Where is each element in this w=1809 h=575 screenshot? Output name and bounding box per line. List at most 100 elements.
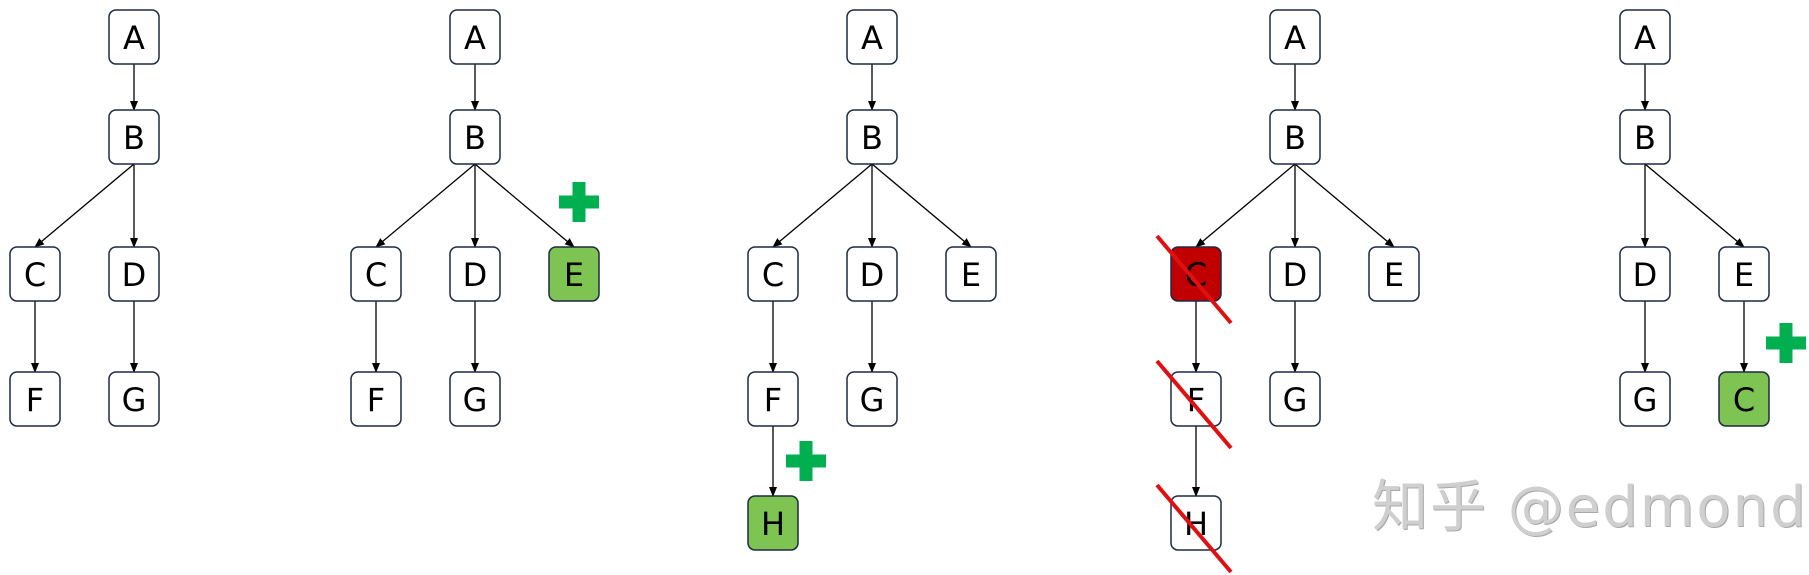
node-box	[108, 9, 160, 65]
tree-3: A B C D E F G H	[747, 9, 997, 551]
node-label: H	[761, 505, 785, 543]
node-label: G	[860, 381, 885, 419]
node-label: B	[1284, 119, 1306, 157]
node-box	[548, 246, 600, 302]
node-d: D	[1619, 246, 1671, 302]
node-box	[846, 371, 898, 427]
node-box	[846, 246, 898, 302]
node-label: F	[26, 381, 44, 419]
node-d: D	[108, 246, 160, 302]
node-a: A	[108, 9, 160, 65]
node-label: D	[463, 256, 488, 294]
node-box	[747, 246, 799, 302]
node-box	[449, 246, 501, 302]
edge-b-to-c	[1195, 163, 1296, 248]
node-label: E	[1384, 256, 1404, 294]
node-box	[1368, 246, 1420, 302]
node-b: B	[846, 109, 898, 165]
node-box	[108, 246, 160, 302]
edge-b-to-c	[375, 163, 476, 248]
node-label: A	[1284, 19, 1306, 57]
node-box	[449, 109, 501, 165]
node-label: B	[1634, 119, 1656, 157]
node-label: C	[762, 256, 784, 294]
node-box	[747, 371, 799, 427]
node-e: E	[945, 246, 997, 302]
node-d: D	[846, 246, 898, 302]
node-box	[9, 246, 61, 302]
node-label: B	[861, 119, 883, 157]
edge-b-to-e	[474, 163, 575, 248]
node-g: G	[846, 371, 898, 427]
node-label: A	[464, 19, 486, 57]
node-c: C	[350, 246, 402, 302]
node-label: E	[564, 256, 584, 294]
node-label: B	[123, 119, 145, 157]
node-label: C	[365, 256, 387, 294]
node-b: B	[108, 109, 160, 165]
node-label: G	[1283, 381, 1308, 419]
node-g: G	[449, 371, 501, 427]
node-label: F	[764, 381, 782, 419]
node-b: B	[449, 109, 501, 165]
node-b: B	[1619, 109, 1671, 165]
node-label: A	[861, 19, 883, 57]
node-label: G	[122, 381, 147, 419]
node-g: G	[108, 371, 160, 427]
node-e: E	[548, 246, 600, 302]
node-label: F	[367, 381, 385, 419]
node-box	[1269, 9, 1321, 65]
plus-icon	[786, 441, 826, 481]
node-e: E	[1368, 246, 1420, 302]
node-a: A	[846, 9, 898, 65]
node-box	[1619, 9, 1671, 65]
edge-b-to-c	[34, 163, 135, 248]
node-label: E	[961, 256, 981, 294]
strike-mark	[1155, 234, 1233, 325]
edge-b-to-e	[871, 163, 972, 248]
node-label: G	[1633, 381, 1658, 419]
node-box	[108, 371, 160, 427]
node-label: A	[123, 19, 145, 57]
node-box	[747, 495, 799, 551]
node-b: B	[1269, 109, 1321, 165]
node-c: C	[9, 246, 61, 302]
node-box	[449, 9, 501, 65]
node-box	[1269, 371, 1321, 427]
node-label: B	[464, 119, 486, 157]
node-box	[945, 246, 997, 302]
plus-icon	[1766, 323, 1806, 363]
node-box	[9, 371, 61, 427]
strike-mark	[1155, 359, 1233, 450]
node-box	[1170, 246, 1222, 302]
edge-b-to-c	[772, 163, 873, 248]
node-box	[449, 371, 501, 427]
node-label: C	[1185, 256, 1207, 294]
watermark-text: 知乎 @edmond	[1372, 475, 1808, 540]
node-box	[1718, 246, 1770, 302]
node-g: G	[1619, 371, 1671, 427]
edge-b-to-e	[1644, 163, 1745, 248]
node-label: D	[860, 256, 885, 294]
node-box	[1619, 246, 1671, 302]
tree-2: A B C D E F G	[350, 9, 600, 427]
node-box	[1619, 371, 1671, 427]
node-c: C	[1155, 234, 1233, 325]
node-box	[1170, 495, 1222, 551]
node-box	[1269, 246, 1321, 302]
node-h: H	[747, 495, 799, 551]
node-box	[108, 109, 160, 165]
node-box	[846, 9, 898, 65]
node-e: E	[1718, 246, 1770, 302]
node-a: A	[1619, 9, 1671, 65]
node-c: C	[1718, 371, 1770, 427]
node-f: F	[747, 371, 799, 427]
edge-b-to-e	[1294, 163, 1395, 248]
node-label: D	[1283, 256, 1308, 294]
node-a: A	[449, 9, 501, 65]
